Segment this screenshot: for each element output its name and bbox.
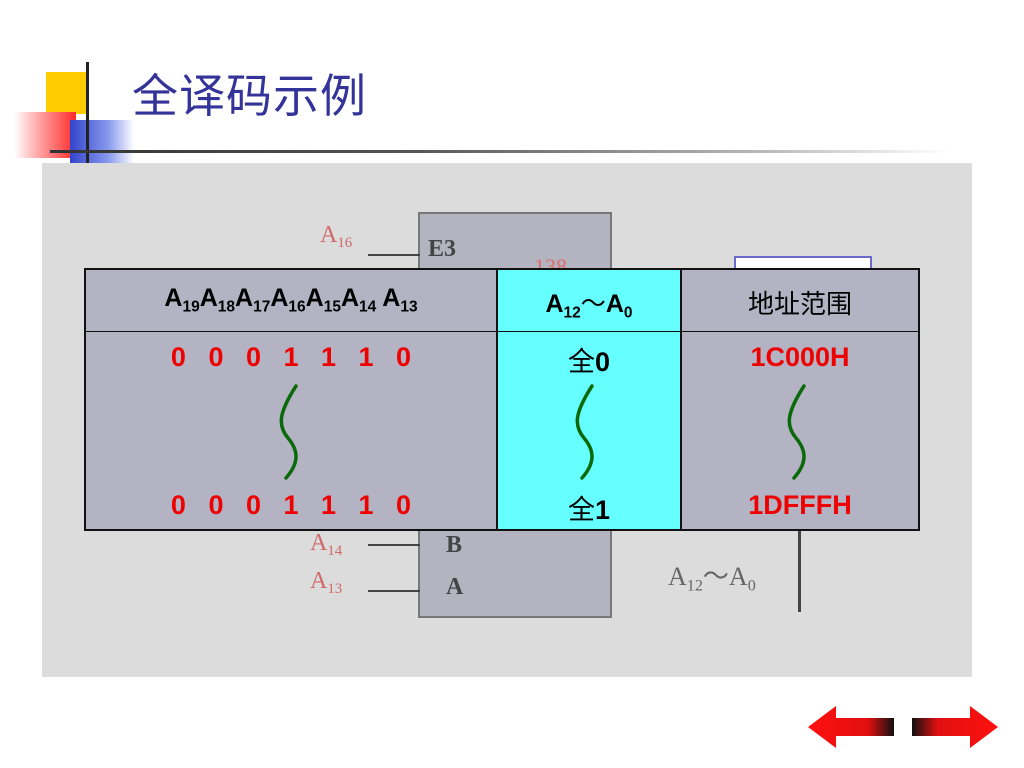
address-bus-label: A12～A0: [668, 562, 756, 595]
cell-high-bits: 0 0 0 1 1 1 0 0 0 0 1 1 1 0: [86, 332, 496, 529]
pin-label-a13: A13: [310, 568, 343, 598]
arrow-left-icon[interactable]: [806, 702, 898, 752]
header-low-bits-label: A12～A0: [545, 290, 633, 322]
address-range-table: A19A18A17A16A15A14 A13 A12～A0 地址范围 0 0 0…: [84, 268, 920, 531]
cell-address-range: 1C000H 1DFFFH: [682, 332, 918, 529]
title-ornament-vertical-line: [86, 62, 89, 176]
header-address-range-label: 地址范围: [747, 290, 852, 320]
range-squiggle-icon: [575, 384, 594, 480]
chip-pin-a: A: [446, 574, 464, 600]
header-high-bits-label: A19A18A17A16A15A14 A13: [164, 284, 418, 316]
cell-low-bits: 全0 全1: [496, 332, 682, 529]
address-bus-line: [798, 528, 801, 612]
header-low-bits: A12～A0: [496, 270, 682, 332]
wire-a13: [368, 590, 420, 592]
arrow-right-icon[interactable]: [908, 702, 1000, 752]
chip-pin-e3: E3: [428, 236, 457, 262]
wire-a16: [368, 254, 420, 256]
address-start: 1C000H: [750, 342, 850, 372]
chip-pin-b: B: [446, 532, 463, 558]
range-squiggle-icon: [279, 384, 298, 480]
pin-label-a16: A16: [320, 222, 353, 252]
range-squiggle-icon: [787, 384, 806, 480]
header-high-bits: A19A18A17A16A15A14 A13: [86, 270, 496, 332]
slide-title: 全译码示例: [132, 69, 367, 123]
low-bits-end: 全1: [567, 495, 611, 526]
low-bits-start: 全0: [567, 347, 611, 378]
wire-a14: [368, 544, 420, 546]
address-end: 1DFFFH: [748, 490, 852, 520]
high-bits-start: 0 0 0 1 1 1 0: [170, 342, 412, 372]
title-ornament-yellow: [46, 72, 88, 114]
header-address-range: 地址范围: [682, 270, 918, 332]
pin-label-a14: A14: [310, 530, 343, 560]
high-bits-end: 0 0 0 1 1 1 0: [170, 490, 412, 520]
title-underline: [50, 150, 950, 153]
